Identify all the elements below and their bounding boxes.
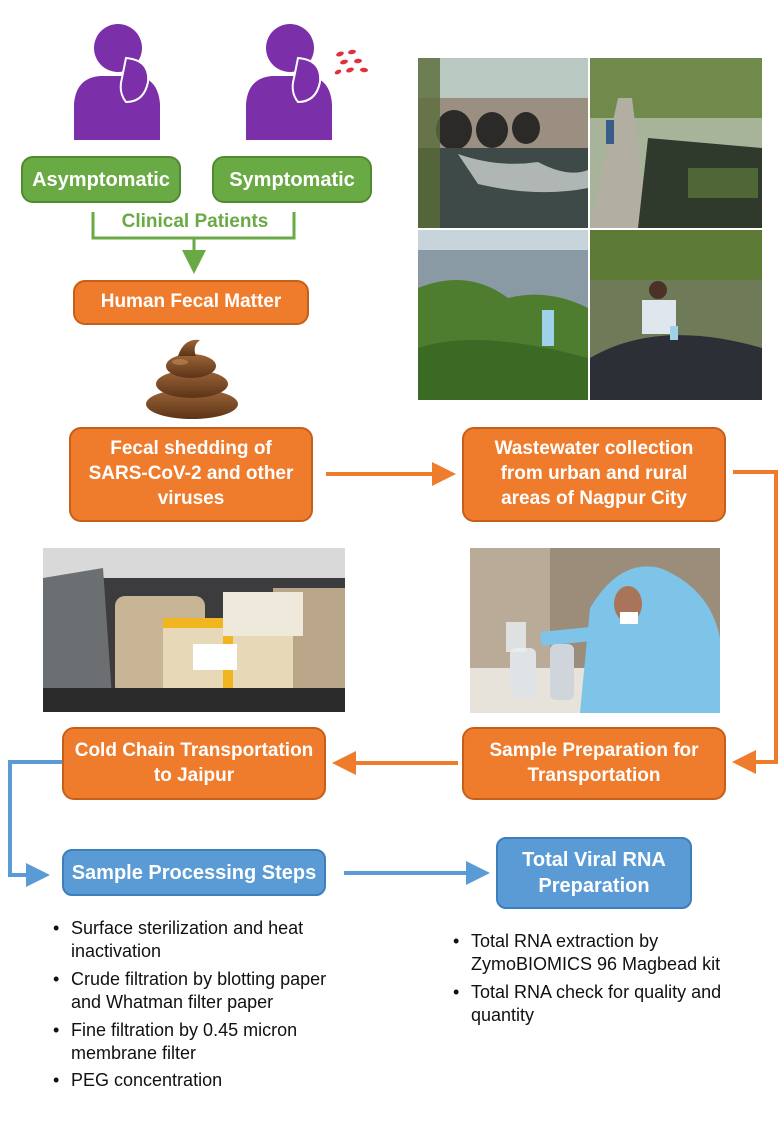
total-viral-rna-box: Total Viral RNA Preparation xyxy=(496,837,692,909)
fecal-shedding-box: Fecal shedding of SARS-CoV-2 and other v… xyxy=(69,427,313,522)
bullet-icon: • xyxy=(453,981,460,1002)
asymptomatic-label: Asymptomatic xyxy=(32,168,170,191)
bullet-icon: • xyxy=(453,931,460,951)
wastewater-collection-box: Wastewater collection from urban and rur… xyxy=(462,427,726,522)
human-fecal-matter-box: Human Fecal Matter xyxy=(73,280,309,325)
sample-preparation-box: Sample Preparation for Transportation xyxy=(462,727,726,800)
list-item: •PEG concentration xyxy=(53,1069,353,1092)
symptomatic-box: Symptomatic xyxy=(212,156,372,203)
bullet-icon: • xyxy=(53,918,60,938)
cold-chain-car-photo xyxy=(43,548,345,712)
sample-preparation-label: Sample Preparation for Transportation xyxy=(489,739,699,786)
cold-chain-box: Cold Chain Transportation to Jaipur xyxy=(62,727,326,800)
processing-steps-list: •Surface sterilization and heat inactiva… xyxy=(53,917,353,1097)
symptomatic-label: Symptomatic xyxy=(229,168,355,191)
wastewater-collection-label: Wastewater collection from urban and rur… xyxy=(494,438,694,509)
list-item: •Surface sterilization and heat inactiva… xyxy=(53,918,304,962)
asymptomatic-box: Asymptomatic xyxy=(21,156,181,203)
fecal-shedding-label: Fecal shedding of SARS-CoV-2 and other v… xyxy=(88,438,294,509)
rna-preparation-list: •Total RNA extraction by ZymoBIOMICS 96 … xyxy=(453,930,763,1032)
sample-processing-label: Sample Processing Steps xyxy=(71,861,317,884)
poop-icon xyxy=(146,339,238,419)
arrow-coldchain-to-processing xyxy=(8,760,62,887)
sample-preparation-photo xyxy=(470,548,720,713)
cough-droplets-icon xyxy=(334,49,368,75)
person-coughing-icon xyxy=(246,24,332,140)
list-item: •Total RNA check for quality and quantit… xyxy=(453,981,722,1026)
bullet-icon: • xyxy=(53,968,60,989)
human-fecal-matter-label: Human Fecal Matter xyxy=(100,291,282,313)
list-item: •Crude filtration by blotting paper and … xyxy=(53,968,327,1013)
person-hand-over-mouth-icon xyxy=(74,24,160,140)
wastewater-sites-photo-collage xyxy=(418,58,762,400)
list-item: •Fine filtration by 0.45 micron membrane… xyxy=(53,1019,298,1063)
arrow-wastewater-to-prep xyxy=(732,470,778,774)
total-viral-rna-label: Total Viral RNA Preparation xyxy=(522,849,666,897)
clinical-patients-label: Clinical Patients xyxy=(121,211,269,232)
bullet-icon: • xyxy=(53,1070,60,1091)
cold-chain-label: Cold Chain Transportation to Jaipur xyxy=(74,739,314,786)
bullet-icon: • xyxy=(53,1019,60,1040)
sample-processing-box: Sample Processing Steps xyxy=(62,849,326,896)
list-item: •Total RNA extraction by ZymoBIOMICS 96 … xyxy=(453,931,721,975)
